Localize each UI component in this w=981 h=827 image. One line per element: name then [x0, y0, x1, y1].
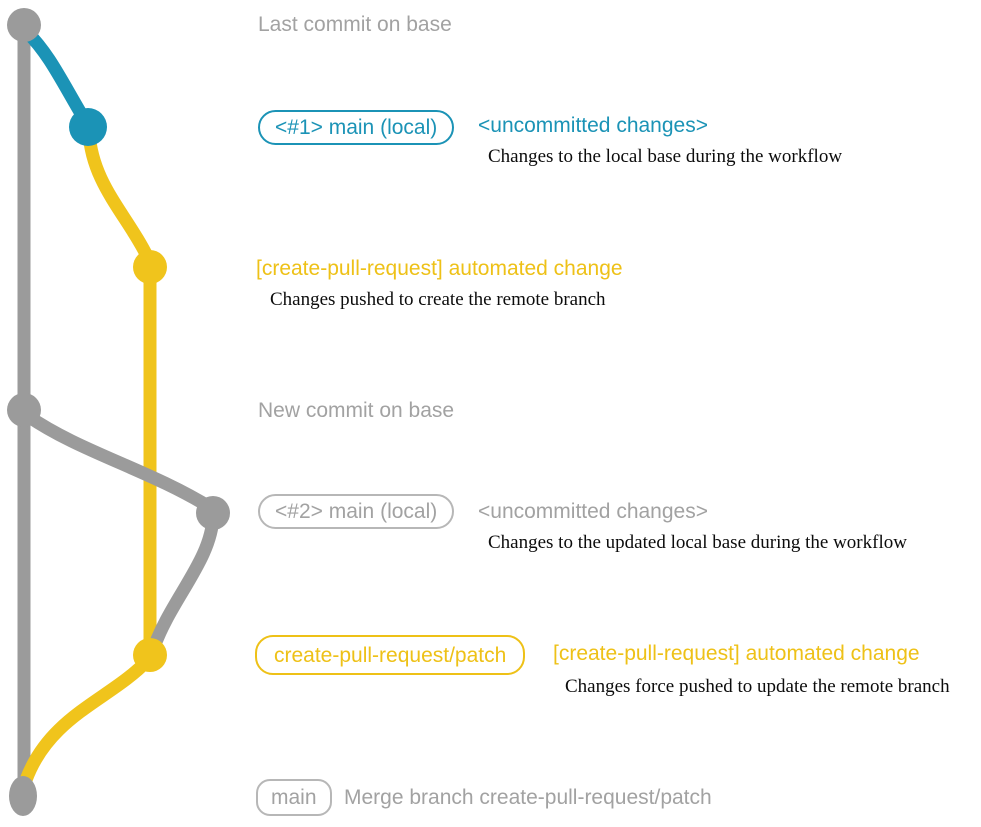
branch-badge-main: main	[256, 779, 332, 816]
automated-change-detail-1: Changes pushed to create the remote bran…	[270, 289, 606, 310]
branch-badge-main-local-1: <#1> main (local)	[258, 110, 455, 145]
commit-new-on-base	[7, 393, 41, 427]
automated-change-heading-1: [create-pull-request] automated change	[256, 257, 623, 280]
uncommitted-changes-heading-1: <uncommitted changes>	[478, 114, 708, 137]
commit-patch-1	[133, 250, 167, 284]
commit-local-main-2	[196, 496, 230, 530]
edge-localmain1-to-patch1	[82, 125, 157, 269]
uncommitted-changes-detail-1: Changes to the local base during the wor…	[488, 146, 843, 167]
uncommitted-changes-heading-2: <uncommitted changes>	[478, 500, 708, 523]
new-commit-on-base-label: New commit on base	[258, 399, 455, 422]
branch-badge-create-pull-request-patch: create-pull-request/patch	[255, 635, 526, 675]
commit-patch-2	[133, 638, 167, 672]
edge-lastbase-to-localmain1	[20, 25, 93, 129]
commit-merge-on-base	[9, 776, 37, 816]
uncommitted-changes-detail-2: Changes to the updated local base during…	[488, 532, 907, 553]
commit-last-on-base	[7, 8, 41, 42]
edge-newbase-to-localmain2	[21, 409, 218, 515]
edge-patch2-merge-to-base	[19, 653, 155, 787]
branch-badge-main-local-2: <#2> main (local)	[258, 494, 455, 529]
automated-change-detail-2: Changes force pushed to update the remot…	[565, 676, 950, 697]
automated-change-heading-2: [create-pull-request] automated change	[553, 642, 920, 665]
commit-local-main-1	[69, 108, 107, 146]
last-commit-on-base-label: Last commit on base	[258, 13, 452, 36]
merge-branch-label: Merge branch create-pull-request/patch	[344, 786, 712, 809]
edge-localmain2-to-patch2	[146, 509, 220, 657]
